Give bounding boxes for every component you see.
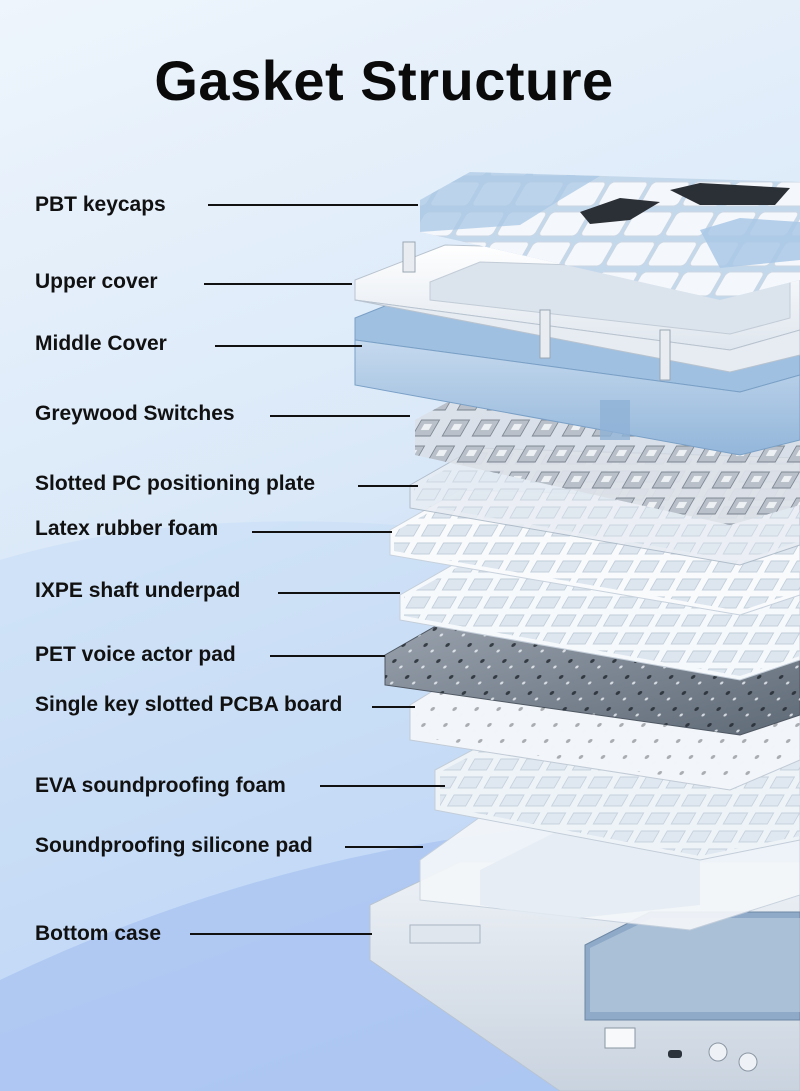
leader-line-upper-cover bbox=[204, 283, 352, 285]
label-pcba-board: Single key slotted PCBA board bbox=[35, 693, 343, 716]
keycaps-illustration bbox=[420, 172, 800, 300]
leader-line-pc-plate bbox=[358, 485, 418, 487]
label-eva-foam: EVA soundproofing foam bbox=[35, 774, 286, 797]
label-switches: Greywood Switches bbox=[35, 402, 235, 425]
label-pbt-keycaps: PBT keycaps bbox=[35, 193, 166, 216]
label-ixpe-underpad: IXPE shaft underpad bbox=[35, 579, 241, 602]
leader-line-ixpe bbox=[278, 592, 400, 594]
leader-line-pet-pad bbox=[270, 655, 385, 657]
label-latex-foam: Latex rubber foam bbox=[35, 517, 219, 540]
leader-line-eva-foam bbox=[320, 785, 445, 787]
label-middle-cover: Middle Cover bbox=[35, 332, 167, 355]
leader-line-switches bbox=[270, 415, 410, 417]
leader-line-keycaps bbox=[208, 204, 418, 206]
leader-line-silicone-pad bbox=[345, 846, 423, 848]
label-pc-plate: Slotted PC positioning plate bbox=[35, 472, 315, 495]
label-bottom-case: Bottom case bbox=[35, 922, 162, 945]
page-title: Gasket Structure bbox=[154, 49, 614, 112]
leader-line-bottom-case bbox=[190, 933, 372, 935]
label-upper-cover: Upper cover bbox=[35, 270, 158, 293]
leader-line-pcba bbox=[372, 706, 415, 708]
leader-line-middle-cover bbox=[215, 345, 362, 347]
label-pet-pad: PET voice actor pad bbox=[35, 643, 236, 666]
label-silicone-pad: Soundproofing silicone pad bbox=[35, 834, 313, 857]
leader-line-latex-foam bbox=[252, 531, 392, 533]
